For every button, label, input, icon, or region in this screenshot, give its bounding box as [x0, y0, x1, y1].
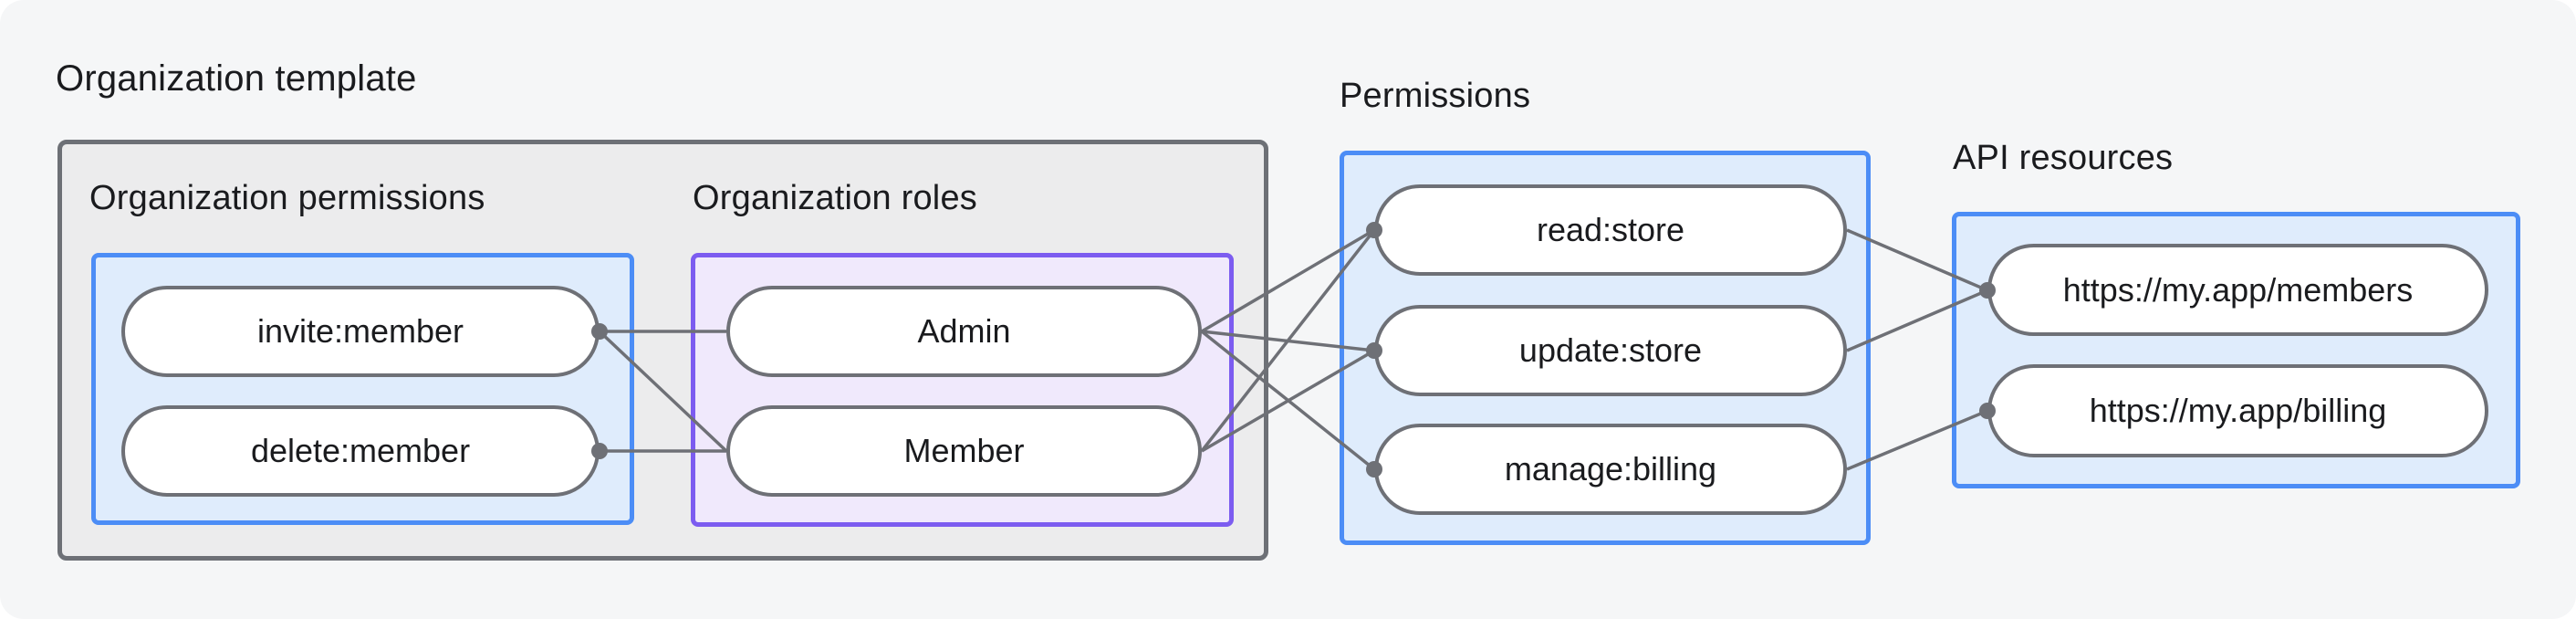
org-permissions-label: Organization permissions [89, 179, 485, 217]
node-admin: Admin [726, 286, 1202, 377]
page-title: Organization template [56, 58, 417, 99]
org-roles-label: Organization roles [693, 179, 977, 217]
node-manage-billing: manage:billing [1374, 424, 1847, 515]
node-delete-member: delete:member [121, 405, 600, 497]
node-update-store: update:store [1374, 305, 1847, 396]
node-api-billing: https://my.app/billing [1987, 364, 2488, 457]
api-resources-label: API resources [1953, 139, 2174, 177]
node-read-store: read:store [1374, 184, 1847, 276]
node-member: Member [726, 405, 1202, 497]
permissions-label: Permissions [1340, 77, 1531, 115]
node-api-members: https://my.app/members [1987, 244, 2488, 336]
node-invite-member: invite:member [121, 286, 600, 377]
